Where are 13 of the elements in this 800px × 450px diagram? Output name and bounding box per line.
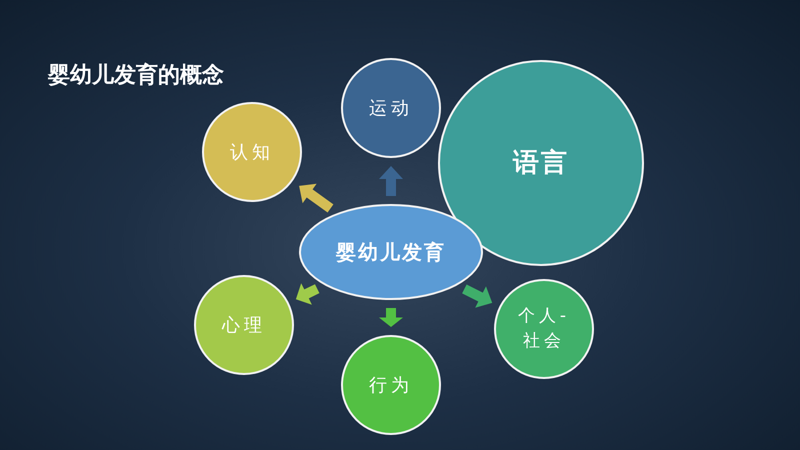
node-label: 婴幼儿发育 [336, 239, 446, 266]
arrow [462, 284, 492, 308]
node-label: 行为 [369, 374, 413, 398]
arrow [379, 308, 403, 327]
arrow [379, 166, 403, 196]
node-label: 心理 [222, 314, 266, 338]
node-label: 运动 [369, 96, 413, 120]
node-label: 认知 [230, 140, 274, 164]
arrow [299, 184, 334, 212]
arrow [296, 283, 320, 305]
title: 婴幼儿发育的概念 [48, 62, 224, 90]
node-label: 个人-社会 [516, 304, 572, 353]
node-label: 语言 [513, 146, 569, 180]
